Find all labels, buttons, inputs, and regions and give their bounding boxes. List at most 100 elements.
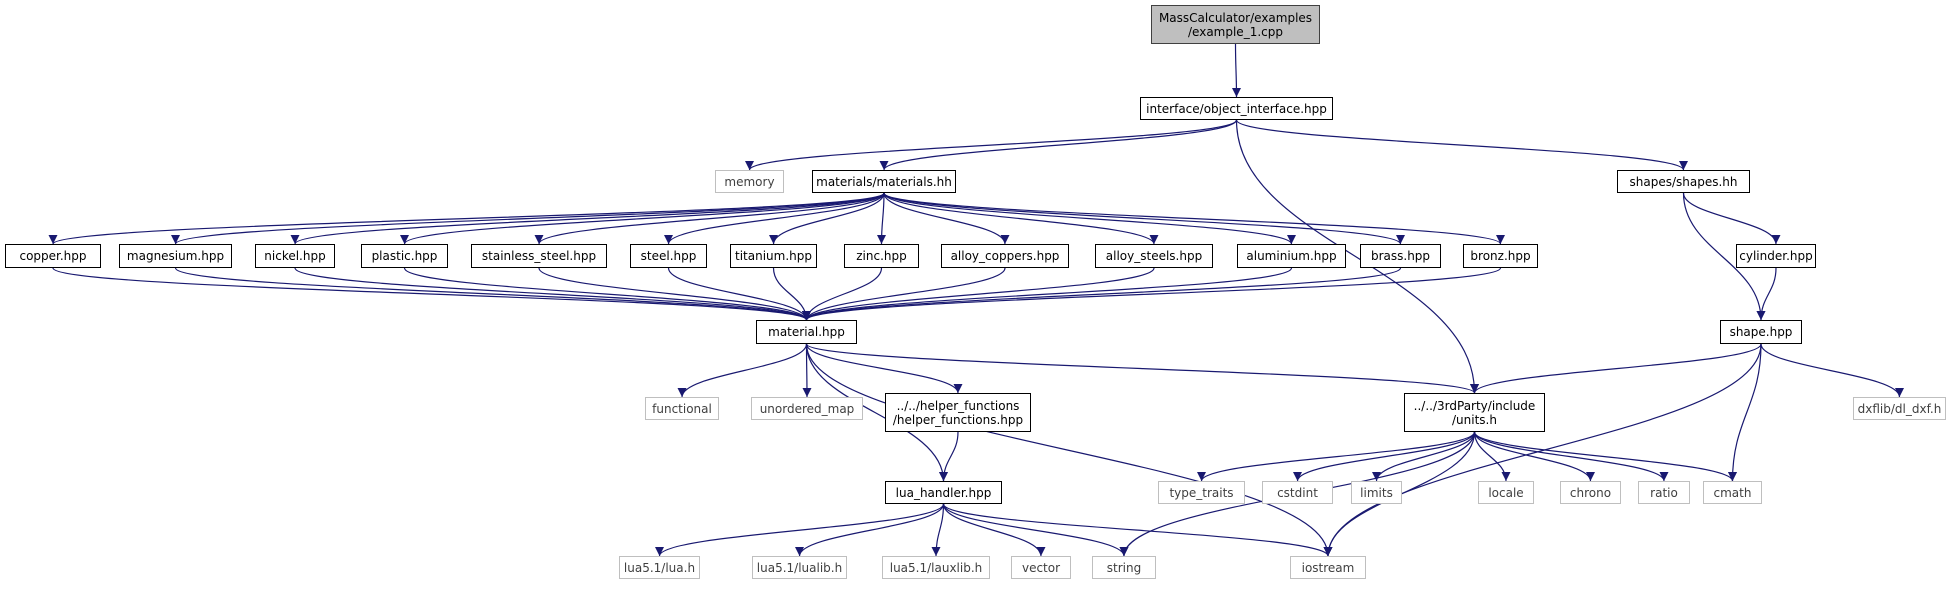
file-node-lualib-h: lua5.1/lualib.h [752,556,847,579]
file-node-steel[interactable]: steel.hpp [630,244,707,268]
file-node-limits: limits [1351,481,1402,504]
edge-shapes_hh-to-cylinder [1682,192,1781,245]
file-node-magnesium[interactable]: magnesium.hpp [119,244,232,268]
edge-units-to-limits [1372,431,1476,482]
file-node-titanium[interactable]: titanium.hpp [730,244,817,268]
edge-bronz-to-material [802,267,1502,321]
node-label: shape.hpp [1729,325,1793,339]
edge-materials_hh-to-brass [883,192,1405,245]
edge-brass-to-material [802,267,1402,321]
node-label: type_traits [1169,485,1234,500]
node-label: locale [1488,485,1524,500]
edge-materials_hh-to-stainless_steel [534,192,885,245]
file-node-copper[interactable]: copper.hpp [5,244,101,268]
node-label: alloy_steels.hpp [1105,249,1203,263]
file-node-bronz[interactable]: bronz.hpp [1463,244,1538,268]
file-node-vector: vector [1011,556,1071,579]
file-node-lua-handler[interactable]: lua_handler.hpp [885,481,1002,504]
node-label: lua5.1/lualib.h [756,560,843,575]
node-label: /example_1.cpp [1188,24,1283,39]
file-node-cylinder[interactable]: cylinder.hpp [1736,244,1816,268]
edge-root-to-object_interface [1231,43,1241,98]
edge-nickel-to-material [294,267,811,321]
node-label: functional [652,401,712,416]
edge-alloy_coppers-to-material [802,267,1006,321]
node-label: MassCalculator/examples [1158,10,1313,25]
file-node-functional: functional [645,397,719,420]
file-node-iostream: iostream [1290,556,1366,579]
file-node-lauxlib-h: lua5.1/lauxlib.h [882,556,990,579]
edge-shape-to-cmath [1728,343,1762,482]
edge-material-to-iostream [805,343,1333,557]
file-node-aluminium[interactable]: aluminium.hpp [1237,244,1346,268]
file-node-units[interactable]: ../../3rdParty/include/units.h [1404,393,1545,432]
file-node-plastic[interactable]: plastic.hpp [361,244,448,268]
file-node-shape[interactable]: shape.hpp [1720,320,1802,344]
node-label: limits [1360,485,1393,500]
node-label: stainless_steel.hpp [481,249,597,263]
file-node-alloy-steels[interactable]: alloy_steels.hpp [1095,244,1213,268]
edge-magnesium-to-material [174,267,811,321]
file-node-type-traits: type_traits [1158,481,1245,504]
node-label: nickel.hpp [264,249,326,263]
file-node-root[interactable]: MassCalculator/examples/example_1.cpp [1151,5,1320,44]
edge-units-to-ratio [1473,431,1669,482]
edge-lua_handler-to-lualib_h [795,503,945,557]
edge-materials_hh-to-titanium [769,192,885,245]
file-node-lua-h: lua5.1/lua.h [619,556,700,579]
edge-lua_handler-to-lauxlib_h [931,503,945,557]
file-node-zinc[interactable]: zinc.hpp [844,244,919,268]
node-label: ../../helper_functions [896,398,1020,413]
edge-materials_hh-to-steel [664,192,885,245]
edge-units-to-cmath [1473,431,1737,482]
file-node-materials-hh[interactable]: materials/materials.hh [812,170,956,193]
node-label: lua_handler.hpp [895,485,992,500]
edge-lua_handler-to-iostream [942,503,1333,557]
node-label: steel.hpp [640,249,697,263]
edge-materials_hh-to-aluminium [883,192,1296,245]
node-label: iostream [1301,560,1355,575]
file-node-nickel[interactable]: nickel.hpp [255,244,335,268]
edge-object_interface-to-materials_hh [879,119,1238,171]
file-node-material[interactable]: material.hpp [756,320,857,344]
edge-materials_hh-to-nickel [290,192,885,245]
node-label: titanium.hpp [735,249,812,263]
file-node-object-interface[interactable]: interface/object_interface.hpp [1140,97,1333,120]
edge-materials_hh-to-zinc [877,192,887,245]
node-label: cylinder.hpp [1739,249,1813,263]
node-label: /units.h [1452,412,1497,427]
edge-units-to-type_traits [1197,431,1476,482]
node-label: string [1106,560,1142,575]
file-node-stainless-steel[interactable]: stainless_steel.hpp [471,244,607,268]
node-label: chrono [1569,485,1612,500]
edge-units-to-locale [1473,431,1511,482]
file-node-alloy-coppers[interactable]: alloy_coppers.hpp [941,244,1069,268]
edge-zinc-to-material [802,267,883,321]
edge-material-to-lua_handler [805,343,948,482]
file-node-brass[interactable]: brass.hpp [1360,244,1441,268]
edge-helper_functions-to-lua_handler [939,431,959,482]
file-node-unordered-map: unordered_map [751,397,863,420]
node-label: copper.hpp [19,249,87,263]
node-label: materials/materials.hh [816,174,952,189]
edge-materials_hh-to-alloy_steels [883,192,1159,245]
edge-steel-to-material [667,267,811,321]
edge-lua_handler-to-lua_h [655,503,945,557]
node-label: zinc.hpp [856,249,907,263]
node-label: cmath [1713,485,1752,500]
file-node-cmath: cmath [1703,481,1762,504]
node-label: memory [724,174,775,189]
edge-lua_handler-to-string [942,503,1129,557]
edge-aluminium-to-material [802,267,1293,321]
file-node-memory: memory [715,170,784,193]
edge-copper-to-material [52,267,811,321]
node-label: alloy_coppers.hpp [950,249,1060,263]
node-label: bronz.hpp [1470,249,1531,263]
node-label: material.hpp [768,325,845,339]
file-node-shapes-hh[interactable]: shapes/shapes.hh [1617,170,1750,193]
edge-materials_hh-to-magnesium [171,192,885,245]
edge-object_interface-to-shapes_hh [1235,119,1688,171]
file-node-helper-functions[interactable]: ../../helper_functions/helper_functions.… [885,393,1031,432]
edge-materials_hh-to-copper [48,192,885,245]
